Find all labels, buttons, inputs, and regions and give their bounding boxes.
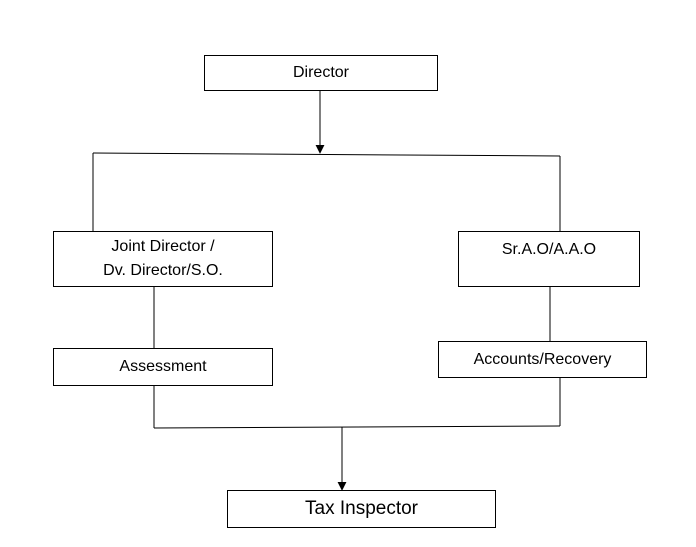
top-branch-line	[92, 152, 561, 157]
joint-director-label-line1: Joint Director /	[111, 238, 215, 255]
tax-inspector-box: Tax Inspector	[227, 490, 496, 528]
assessment-label: Assessment	[119, 358, 207, 375]
director-box: Director	[204, 55, 438, 91]
sr-ao-label: Sr.A.O/A.A.O	[501, 241, 597, 258]
bottom-merge-line	[153, 425, 561, 429]
assessment-box: Assessment	[53, 348, 273, 386]
accounts-recovery-label: Accounts/Recovery	[473, 350, 612, 368]
accounts-recovery-box: Accounts/Recovery	[438, 341, 647, 378]
joint-director-box: Joint Director / Dv. Director/S.O.	[53, 231, 273, 287]
sr-ao-box: Sr.A.O/A.A.O	[458, 231, 640, 287]
joint-director-label-line2: Dv. Director/S.O.	[103, 262, 223, 279]
director-label: Director	[292, 64, 349, 81]
tax-inspector-label: Tax Inspector	[305, 498, 418, 519]
